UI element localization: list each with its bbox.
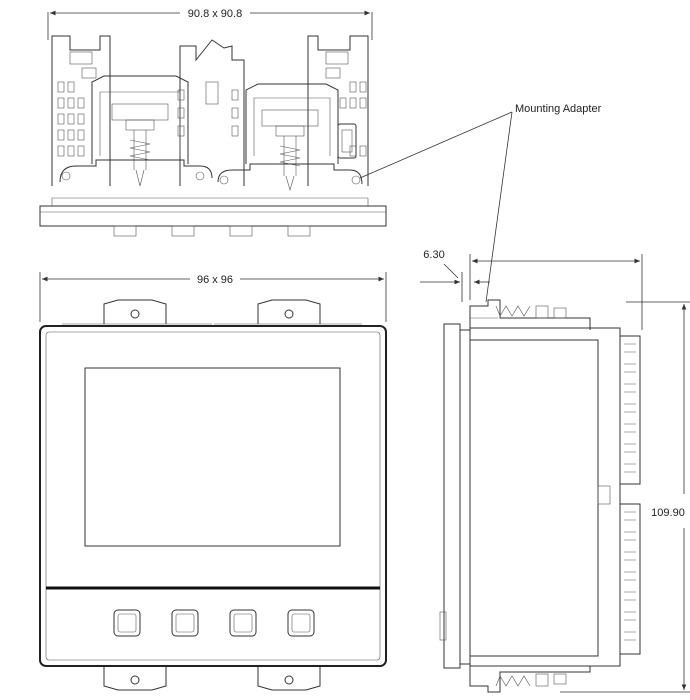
side-view: 6.30 109.90 xyxy=(420,249,690,693)
mounting-adapter-label: Mounting Adapter xyxy=(515,103,602,115)
front-width-label: 96 x 96 xyxy=(197,274,233,286)
top-view: 90.8 x 90.8 xyxy=(39,8,387,237)
front-key-4 xyxy=(287,609,315,637)
front-key-2 xyxy=(171,609,199,637)
mounting-adapter-callout: Mounting Adapter xyxy=(359,103,602,303)
front-view: 96 x 96 xyxy=(39,272,387,691)
offset-label: 6.30 xyxy=(423,249,444,261)
top-width-label: 90.8 x 90.8 xyxy=(188,8,242,20)
front-key-3 xyxy=(229,609,257,637)
front-key-1 xyxy=(113,609,141,637)
height-label: 109.90 xyxy=(651,507,685,519)
